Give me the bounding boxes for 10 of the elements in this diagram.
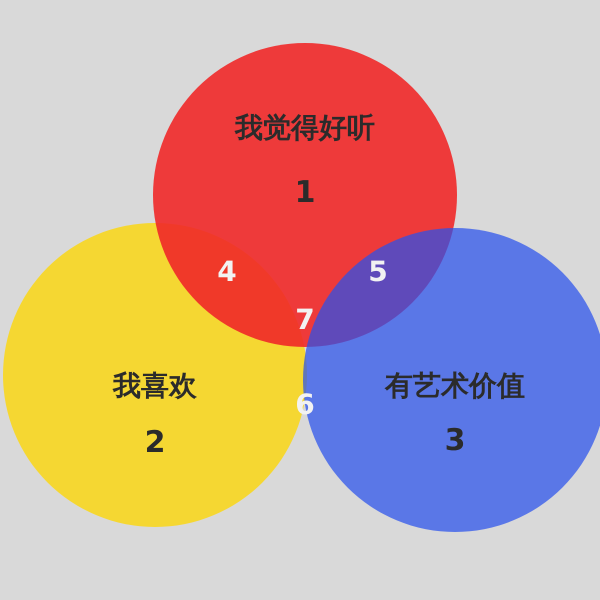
region-number: 6	[295, 391, 315, 419]
set-number: 1	[294, 178, 316, 208]
set-label: 我觉得好听	[235, 114, 375, 142]
set-number: 3	[444, 426, 466, 456]
region-number: 4	[217, 258, 237, 286]
set-number: 2	[144, 428, 166, 458]
set-label: 我喜欢	[113, 372, 197, 400]
region-number: 5	[368, 258, 388, 286]
region-number: 7	[295, 306, 315, 334]
set-label: 有艺术价值	[385, 372, 525, 400]
